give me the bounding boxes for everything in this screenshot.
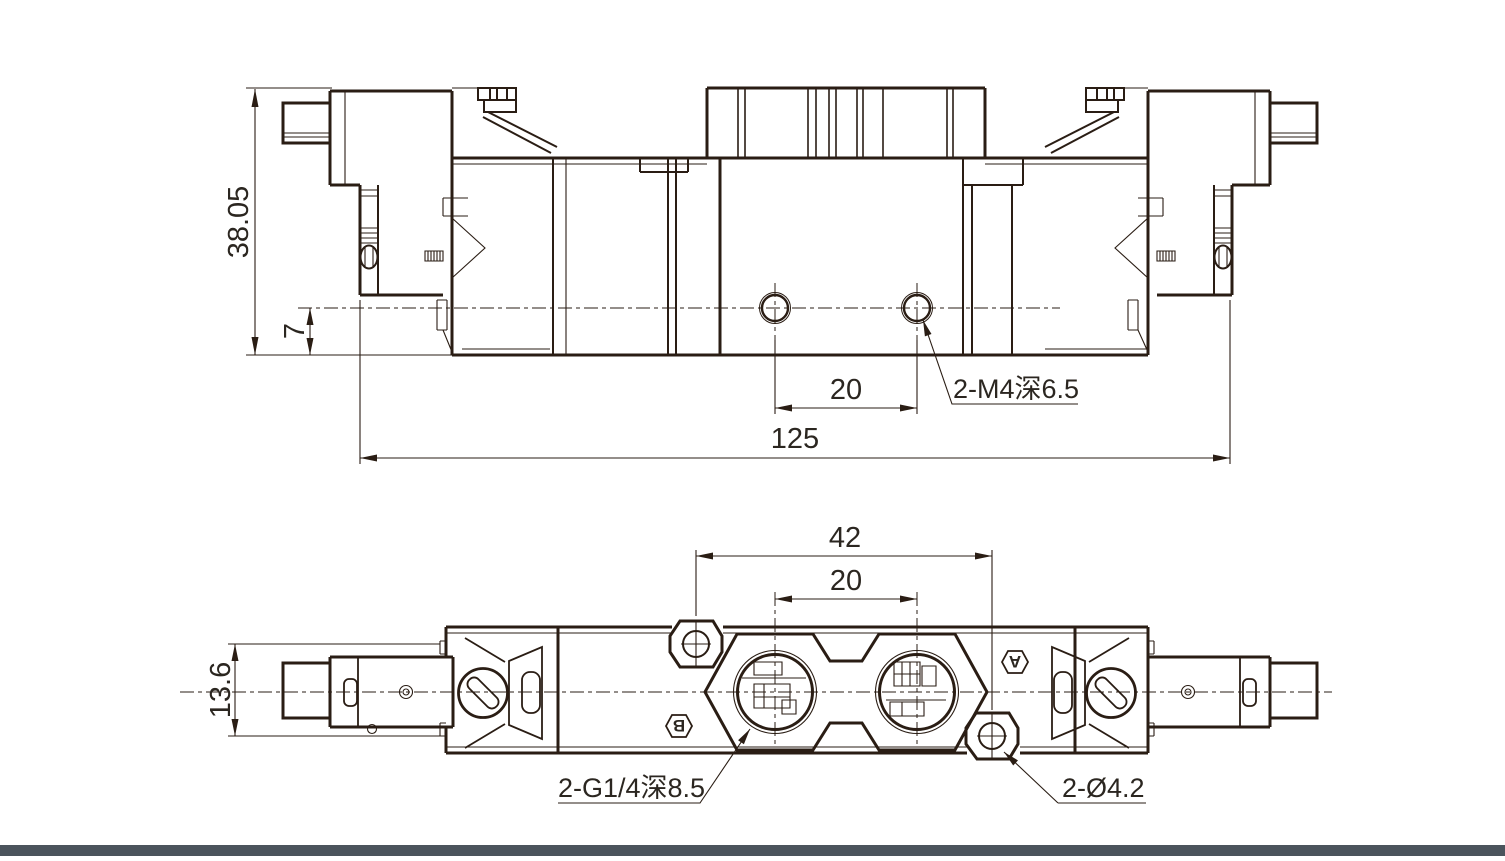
right-manual-override [1085,667,1137,719]
right-set-screw [1156,250,1176,262]
lower-bracket-boss [964,711,1020,761]
left-spring-clip [442,197,486,279]
left-coil-body [328,655,455,729]
g14-leader-line [558,728,751,804]
m4-leader-line [922,319,1078,405]
bottom-view-arrowheads [231,552,1018,766]
port-letter-a: A [1009,652,1021,671]
right-clip-teeth [1085,87,1125,113]
front-view-outline [281,86,1319,357]
front-view-sections [359,87,1233,355]
dim-port-spacing-label: 20 [830,565,862,597]
latch-levers [482,111,1120,154]
left-connector-plug [281,101,332,145]
labels: 38.05 7 20 125 2-M4深6.5 42 20 13.6 2-G1/… [205,186,1145,803]
right-connector-plug-bottom [1268,661,1319,720]
dim-overall-length-label: 125 [771,423,819,455]
port-a-internals [886,661,946,717]
terminal-block-dividers [737,88,954,158]
note-m4-label: 2-M4深6.5 [953,374,1079,404]
right-coil-body [1146,655,1272,729]
bottom-view-outline [281,619,1319,761]
front-view-centerlines [298,283,1060,340]
bottom-view-details [366,620,1196,760]
bottom-view-mid-details [343,630,1257,750]
dim-hole-spacing-label: 20 [830,374,862,406]
right-connector-plug [1268,101,1319,145]
port-b-internals [742,661,806,715]
left-pilot-housing [328,89,452,297]
right-pilot-housing [1148,89,1272,297]
note-d42-label: 2-Ø4.2 [1062,773,1145,803]
left-set-screw [424,250,444,262]
terminal-block [705,86,987,158]
footer-bar [0,845,1505,856]
bottom-view [180,550,1332,804]
dim-bracket-spacing-label: 42 [829,522,861,554]
bottom-view-dimensions [228,550,1146,804]
dim-hole-offset-label: 7 [279,323,311,339]
dim-height-label: 38.05 [223,186,255,259]
bottom-view-centerlines [180,592,1332,748]
left-connector-plug-bottom [281,661,332,720]
note-g14-label: 2-G1/4深8.5 [558,773,705,803]
front-view [246,86,1319,464]
left-screw-head [359,244,379,270]
left-clip-teeth [477,87,517,113]
port-b-marker-hex [664,714,694,738]
right-spring-clip [1114,197,1164,279]
upper-bracket-boss [668,619,724,669]
front-view-details [283,87,1317,355]
front-view-arrowheads [251,89,1230,462]
port-a-marker-hex [1000,650,1030,674]
port-letter-b: B [673,716,685,735]
manifold-body [444,625,1150,755]
left-manual-override [457,667,509,719]
dim-body-width-label: 13.6 [205,662,237,718]
right-screw-head [1213,244,1233,270]
